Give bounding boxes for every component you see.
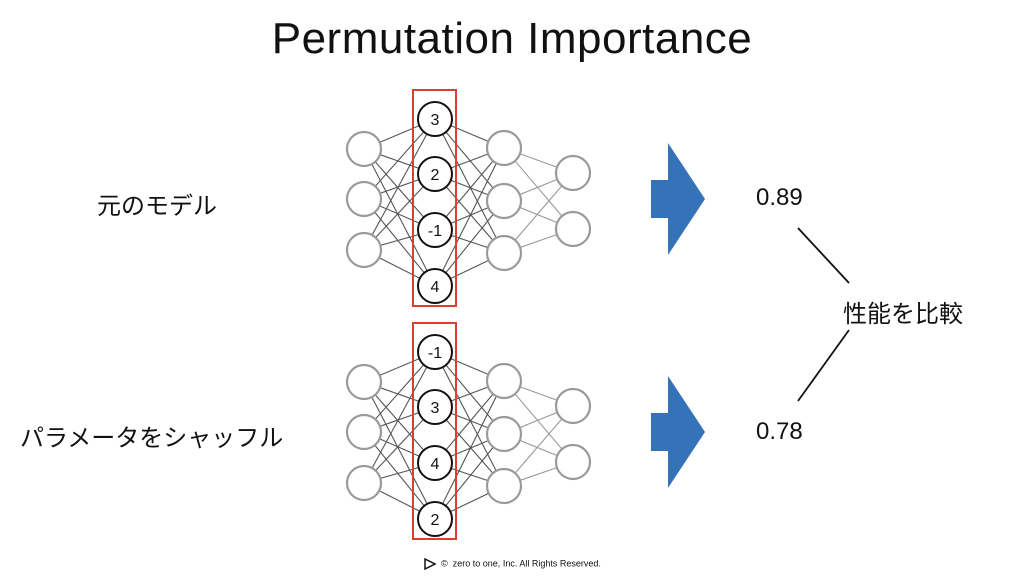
network-connection [363,431,436,520]
network-connection [363,351,436,484]
shuffled-score: 0.78 [756,418,803,445]
compare-performance-label: 性能を比較 [843,300,963,328]
network-connection [363,381,436,520]
highlighted-node [417,268,453,304]
node-value: -1 [428,223,442,240]
network-node [485,362,523,400]
connector-line [797,329,850,402]
right-arrow-icon [651,376,705,488]
network-node [485,129,523,167]
node-value: -1 [428,345,442,362]
shuffled-params-label: パラメータをシャッフル [20,424,284,452]
network-node [345,413,383,451]
original-model-label: 元のモデル [97,192,217,220]
network-connection [363,148,436,287]
network-node [485,467,523,505]
copyright-symbol: © [441,558,448,569]
network-connection [434,200,505,287]
node-value: 2 [431,167,440,184]
network-connection [434,380,505,520]
network-node [485,415,523,453]
network-node [345,464,383,502]
network-node [345,180,383,218]
network-node [345,363,383,401]
highlighted-node [417,212,453,248]
network-node [554,387,592,425]
network-connection [434,118,505,254]
highlighted-node [417,389,453,425]
network-connection [434,147,505,287]
network-node [554,443,592,481]
network-node [485,182,523,220]
footer: © zero to one, Inc. All Rights Reserved. [0,558,1024,570]
network-node [554,154,592,192]
network-connection [434,351,505,487]
node-value: 2 [431,512,440,529]
node-value: 4 [431,456,440,473]
highlight-box [412,322,457,540]
highlighted-node [417,101,453,137]
network-connection [363,118,436,251]
highlighted-node [417,334,453,370]
play-logo-icon [424,558,437,570]
highlighted-node [417,445,453,481]
page-title: Permutation Importance [271,14,753,63]
highlighted-node [417,156,453,192]
network-node [345,231,383,269]
network-node [554,210,592,248]
node-value: 3 [431,112,440,129]
right-arrow-icon [651,143,705,255]
highlighted-node [417,501,453,537]
footer-text: zero to one, Inc. All Rights Reserved. [452,558,601,569]
connector-line [797,227,850,284]
network-connection [363,198,436,287]
node-value: 4 [431,279,440,296]
network-connection [434,433,505,520]
original-score: 0.89 [756,184,803,211]
node-value: 3 [431,400,440,417]
network-node [345,130,383,168]
network-node [485,234,523,272]
highlight-box [412,89,457,307]
